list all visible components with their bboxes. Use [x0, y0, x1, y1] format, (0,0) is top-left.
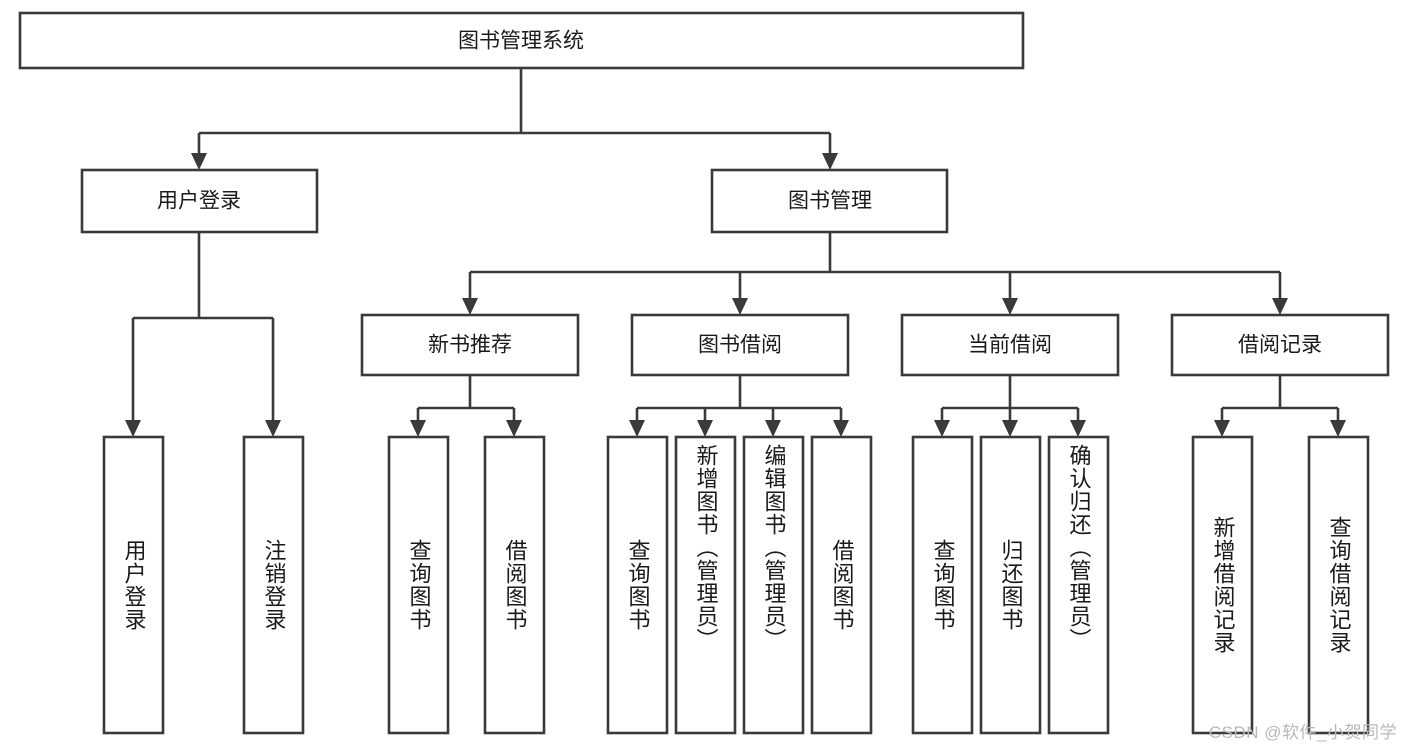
node-leaf-borrow-book-1[interactable]	[483, 435, 546, 735]
watermark-text: CSDN @软件_小贺同学	[1208, 723, 1397, 742]
node-book-borrow[interactable]	[630, 313, 850, 377]
node-root[interactable]	[18, 11, 1025, 70]
node-new-book-recommend-label: 新书推荐	[428, 334, 512, 357]
node-new-book-recommend[interactable]	[360, 313, 580, 377]
node-leaf-query-book-3[interactable]	[911, 435, 974, 735]
node-leaf-query-book-1[interactable]	[387, 435, 450, 735]
node-current-borrow[interactable]	[900, 313, 1120, 377]
node-leaf-query-borrow-record[interactable]	[1307, 435, 1370, 735]
node-leaf-edit-book-admin[interactable]	[742, 435, 805, 735]
node-leaf-borrow-book-2[interactable]	[810, 435, 873, 735]
node-current-borrow-label: 当前借阅	[968, 334, 1052, 357]
connector-bookborrow-to-leaves	[629, 375, 849, 437]
connector-newbook-to-leaves	[410, 375, 522, 437]
connector-currentborrow-to-leaves	[934, 375, 1086, 437]
node-root-label: 图书管理系统	[458, 30, 584, 53]
node-leaf-user-login[interactable]	[102, 435, 165, 735]
node-leaf-add-borrow-record[interactable]	[1191, 435, 1254, 735]
node-user-login-label: 用户登录	[157, 190, 241, 213]
node-leaf-add-book-admin[interactable]	[674, 435, 737, 735]
node-leaf-query-book-2[interactable]	[606, 435, 669, 735]
connector-bookmgmt-to-level3	[462, 232, 1288, 315]
node-book-management-label: 图书管理	[788, 190, 872, 213]
node-leaf-confirm-return-admin[interactable]	[1047, 435, 1110, 735]
node-borrow-record-label: 借阅记录	[1238, 334, 1322, 357]
connector-borrowrecord-to-leaves	[1214, 375, 1346, 437]
connector-userlogin-to-leaves	[125, 232, 281, 437]
node-leaf-logout[interactable]	[242, 435, 305, 735]
node-book-management[interactable]	[710, 168, 949, 234]
node-borrow-record[interactable]	[1170, 313, 1390, 377]
node-leaf-return-book[interactable]	[979, 435, 1042, 735]
node-user-login[interactable]	[80, 168, 319, 234]
connector-root-to-level2	[191, 68, 838, 170]
node-book-borrow-label: 图书借阅	[698, 334, 782, 357]
